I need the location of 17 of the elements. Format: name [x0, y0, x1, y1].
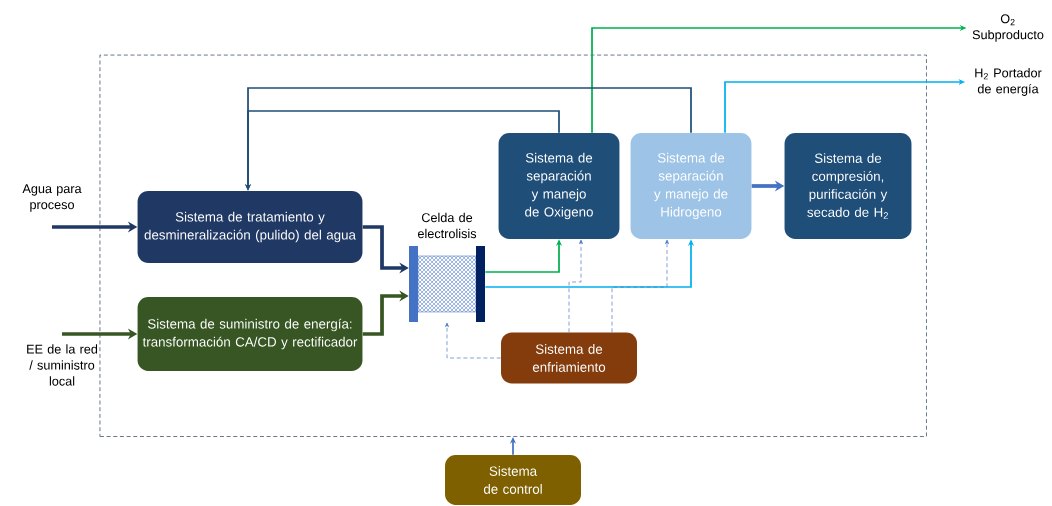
arrow — [568, 239, 583, 333]
process-box: Sistema de suministro de energía: transformación CA/CD y rectificador — [137, 297, 363, 371]
process-box: Sistema de separación y manejo de Hidrogeno — [630, 133, 752, 239]
process-box: Sistema de tratamiento y desmineralización (pulido) del agua — [137, 191, 363, 263]
process-box: Sistema de separación y manejo de Oxigeno — [498, 133, 620, 239]
process-box: Sistema de control — [445, 455, 581, 505]
process-box: Sistema de enfriamiento — [501, 332, 637, 384]
arrow — [611, 239, 669, 333]
input-label: Agua para proceso — [22, 184, 82, 212]
electrolysis-cell-drawing — [409, 246, 418, 322]
arrow — [445, 322, 502, 359]
process-box: Sistema de compresión, purificación y secado de H$_{2}$ — [784, 133, 912, 239]
system-boundary — [99, 54, 927, 437]
input-label: EE de la red / suministro local — [27, 344, 98, 386]
output-label: O$_{2}$ Subproducto — [972, 14, 1044, 42]
electrolysis-cell-drawing: Celda de electrolisis — [417, 212, 485, 322]
output-label: H$_{2}$ Portador de energía — [975, 68, 1042, 96]
